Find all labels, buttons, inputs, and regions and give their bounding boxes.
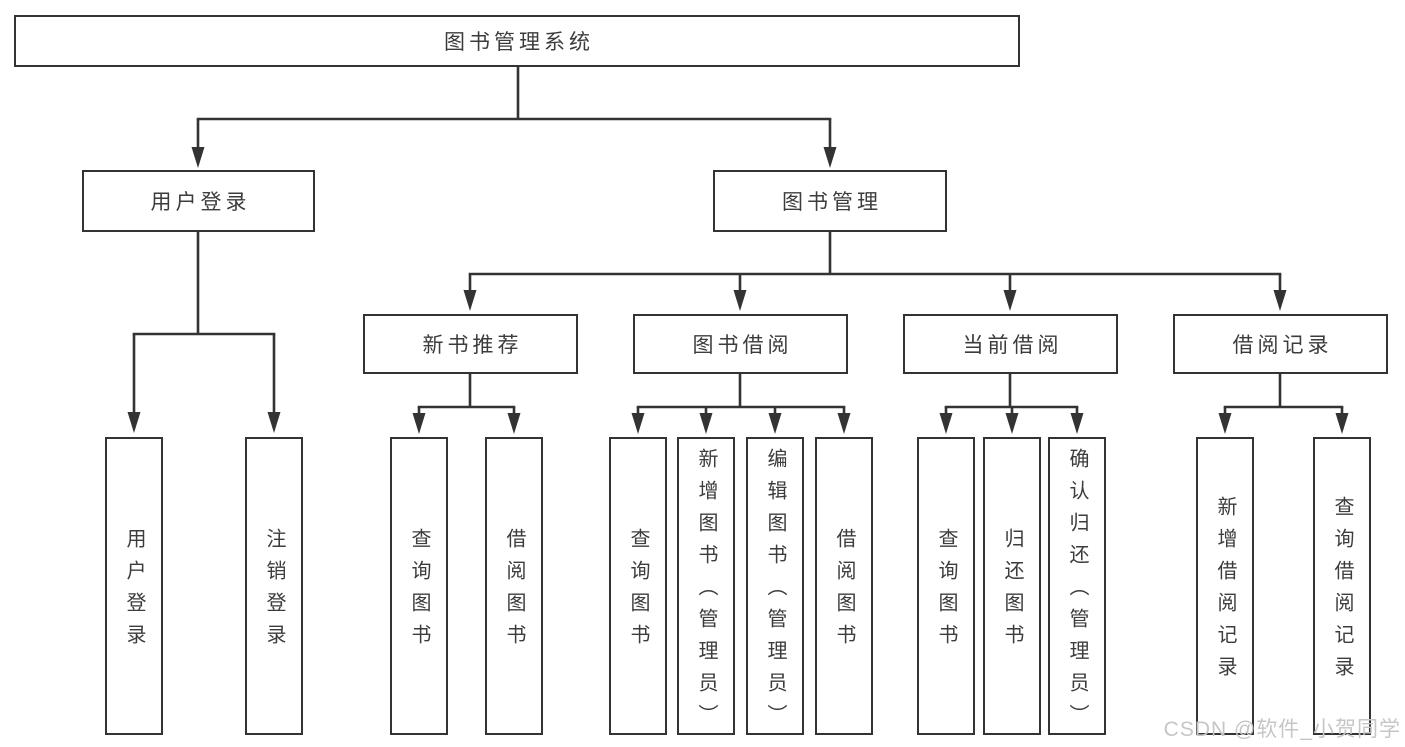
node-new-book-recommend: 新书推荐 [363, 314, 578, 374]
leaf-query-borrow-record-label: 查询借阅记录 [1331, 496, 1353, 688]
leaf-newrec-query-books: 查询图书 [390, 437, 448, 735]
leaf-borrow-books: 借阅图书 [815, 437, 873, 735]
leaf-add-books-admin-label: 新增图书（管理员） [695, 448, 717, 736]
node-root-label: 图书管理系统 [444, 31, 594, 54]
leaf-newrec-query-books-label: 查询图书 [408, 528, 430, 656]
node-borrow-records: 借阅记录 [1173, 314, 1388, 374]
leaf-newrec-borrow-books: 借阅图书 [485, 437, 543, 735]
leaf-borrow-query-books-label: 查询图书 [627, 528, 649, 656]
leaf-confirm-return-admin-label: 确认归还（管理员） [1066, 448, 1088, 736]
leaf-current-query-books: 查询图书 [917, 437, 975, 735]
node-borrow-records-label: 借阅记录 [1232, 334, 1333, 357]
leaf-edit-books-admin: 编辑图书（管理员） [746, 437, 804, 736]
leaf-user-login: 用户登录 [105, 437, 163, 735]
leaf-logout-label: 注销登录 [263, 528, 285, 656]
leaf-logout: 注销登录 [245, 437, 303, 735]
leaf-borrow-books-label: 借阅图书 [833, 528, 855, 656]
node-current-borrowing: 当前借阅 [903, 314, 1118, 374]
leaf-add-borrow-record: 新增借阅记录 [1196, 437, 1254, 735]
node-user-login: 用户登录 [82, 170, 315, 232]
leaf-newrec-borrow-books-label: 借阅图书 [503, 528, 525, 656]
leaf-user-login-label: 用户登录 [123, 528, 145, 656]
leaf-current-query-books-label: 查询图书 [935, 528, 957, 656]
node-book-borrowing: 图书借阅 [633, 314, 848, 374]
csdn-watermark: CSDN @软件_小贺同学 [1163, 718, 1401, 741]
leaf-return-books-label: 归还图书 [1001, 528, 1023, 656]
node-book-borrowing-label: 图书借阅 [692, 334, 793, 357]
leaf-add-books-admin: 新增图书（管理员） [677, 437, 735, 736]
leaf-query-borrow-record: 查询借阅记录 [1313, 437, 1371, 735]
node-book-management-label: 图书管理 [782, 191, 882, 214]
node-root: 图书管理系统 [14, 15, 1020, 67]
leaf-confirm-return-admin: 确认归还（管理员） [1048, 437, 1106, 736]
leaf-return-books: 归还图书 [983, 437, 1041, 735]
node-new-book-recommend-label: 新书推荐 [422, 334, 523, 357]
leaf-borrow-query-books: 查询图书 [609, 437, 667, 735]
node-user-login-label: 用户登录 [150, 191, 251, 214]
leaf-edit-books-admin-label: 编辑图书（管理员） [764, 448, 786, 736]
node-book-management: 图书管理 [713, 170, 947, 232]
leaf-add-borrow-record-label: 新增借阅记录 [1214, 496, 1236, 688]
node-current-borrowing-label: 当前借阅 [962, 334, 1063, 357]
